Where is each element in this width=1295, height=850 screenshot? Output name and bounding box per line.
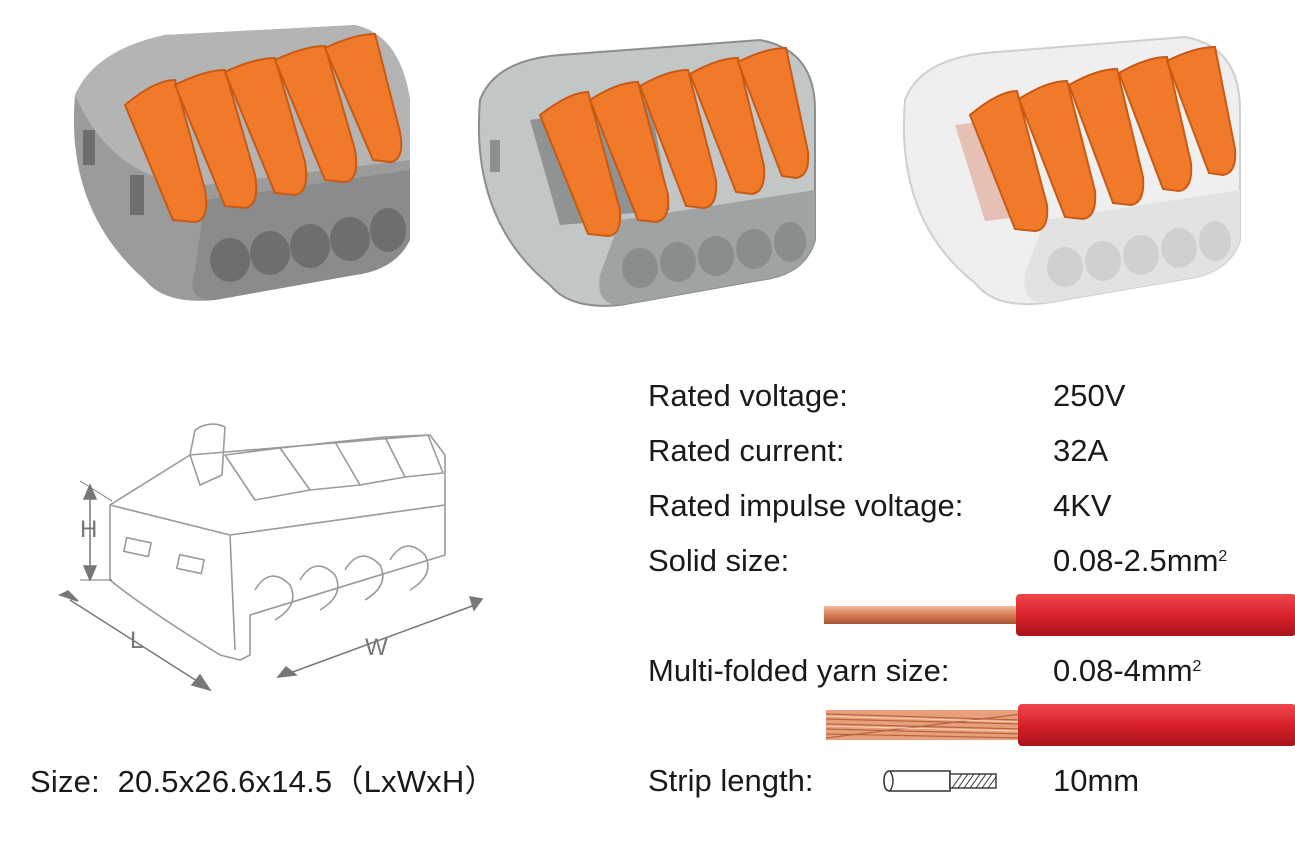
rated-current-value: 32A [1053,433,1109,468]
product-photo-transparent [477,38,816,307]
rated-current-label: Rated current: [648,433,845,468]
dimension-w-label: W [365,634,388,661]
rated-voltage-value: 250V [1053,378,1126,413]
strip-length-value: 10mm [1053,763,1140,798]
rated-voltage-label: Rated voltage: [648,378,848,413]
dimension-h-label: H [80,516,97,543]
dimension-diagram: H L W [58,423,484,692]
yarn-size-sup: 2 [1192,658,1202,675]
size-line: Size: 20.5x26.6x14.5（LxWxH） [30,762,496,802]
solid-size-value: 0.08-2.5mm2 [1053,543,1227,579]
product-photo-grey [73,25,410,301]
solid-size-number: 0.08-2.5mm [1053,543,1219,578]
size-label: Size: [30,764,100,799]
solid-size-sup: 2 [1218,548,1228,565]
product-photo-clear [902,35,1241,306]
strip-length-icon [883,770,997,792]
yarn-size-value: 0.08-4mm2 [1053,653,1201,689]
solid-wire-image [824,594,1295,636]
yarn-size-number: 0.08-4mm [1053,653,1193,688]
size-units: （LxWxH） [332,764,496,799]
impulse-voltage-value: 4KV [1053,488,1112,523]
yarn-size-label: Multi-folded yarn size: [648,653,950,688]
size-value: 20.5x26.6x14.5 [117,764,333,799]
impulse-voltage-label: Rated impulse voltage: [648,488,964,523]
dimension-l-label: L [130,627,143,654]
stranded-wire-image [826,704,1295,746]
strip-length-label: Strip length: [648,763,814,798]
solid-size-label: Solid size: [648,543,790,578]
